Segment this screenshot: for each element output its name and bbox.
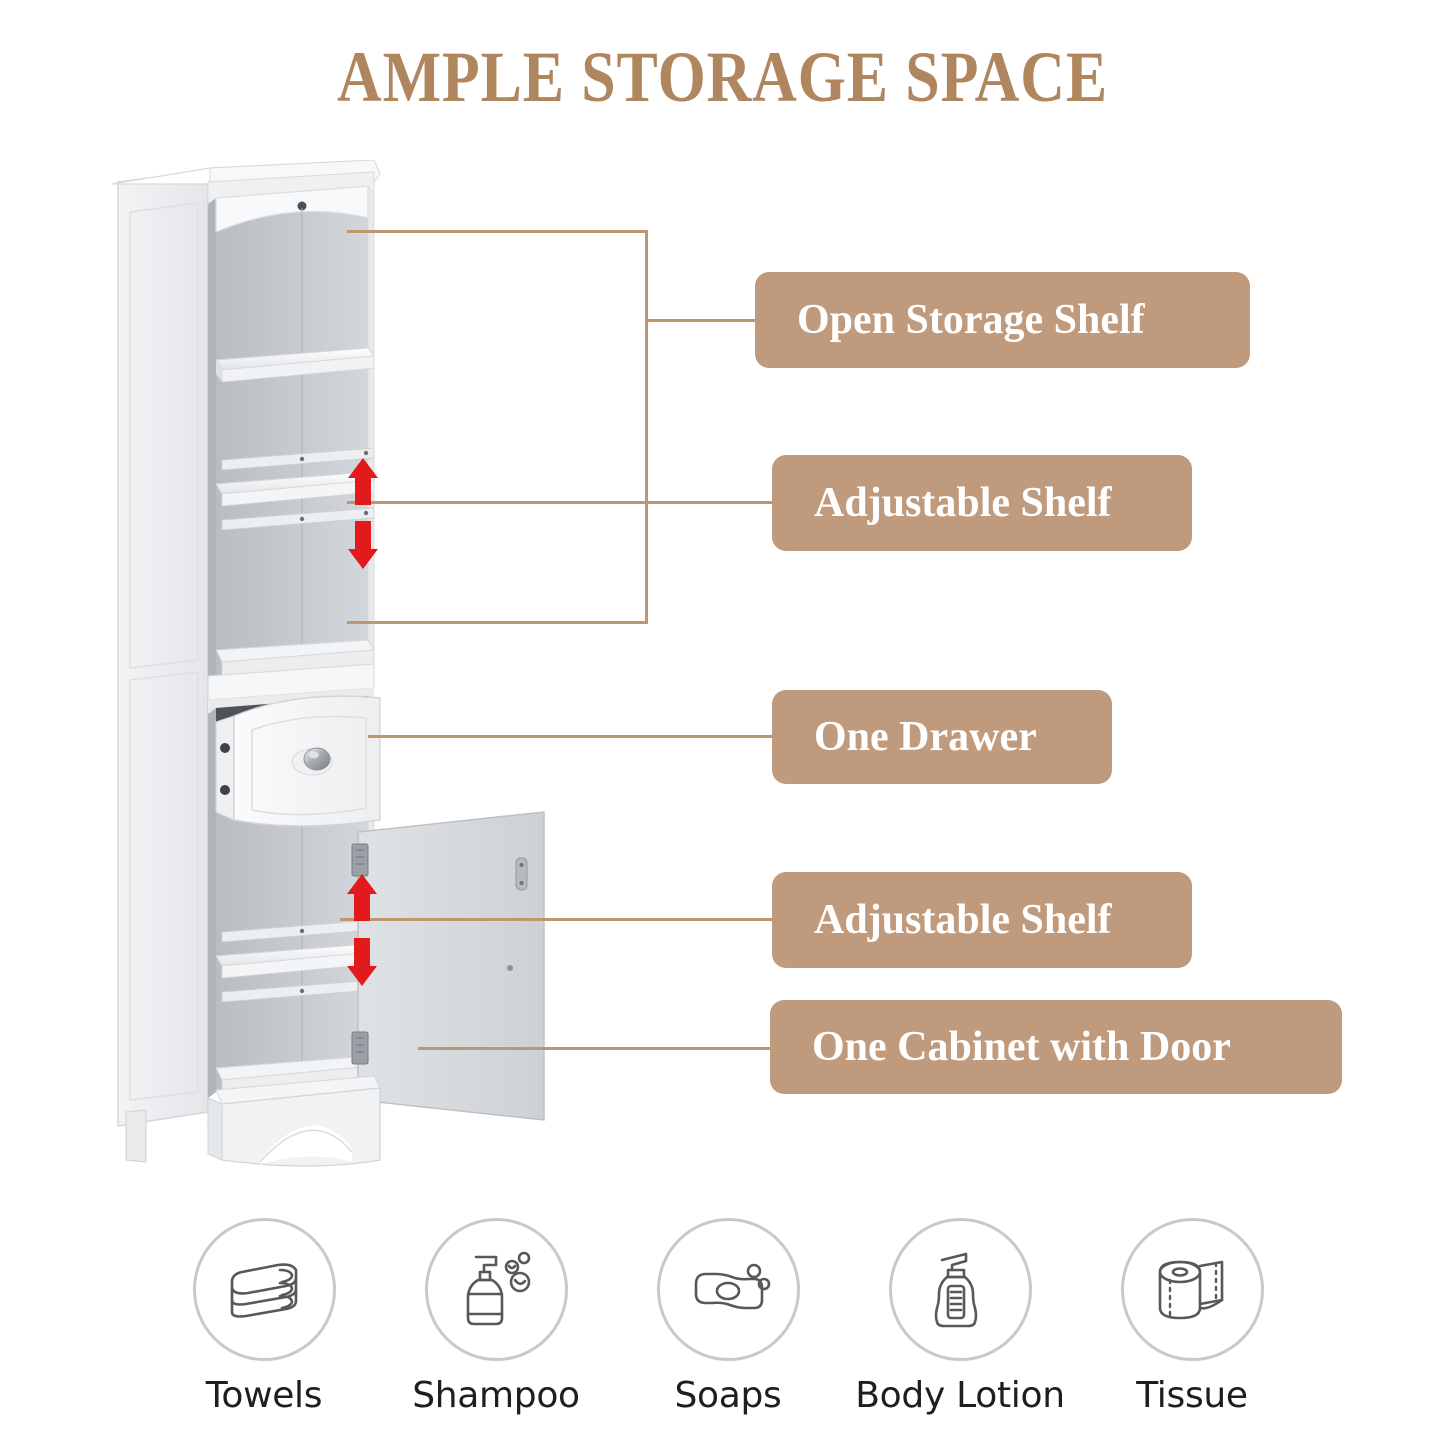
upper-open-shelf-section	[208, 184, 375, 696]
cabinet-left-side-panel	[117, 168, 209, 1163]
feature-icon-circle	[424, 1218, 568, 1361]
feature-label: Body Lotion	[855, 1375, 1065, 1416]
folded-towels-icon	[230, 1262, 298, 1318]
connector-adjustable-shelf-top	[347, 501, 772, 504]
cabinet-base-plinth	[207, 1075, 381, 1167]
door-hinge-top	[351, 843, 369, 877]
connector-one-drawer	[368, 735, 772, 738]
callout-one-drawer[interactable]: One Drawer	[772, 690, 1112, 784]
feature-shampoo: Shampoo	[380, 1218, 612, 1416]
callout-label: One Drawer	[814, 714, 1037, 760]
feature-icon-circle	[1120, 1218, 1264, 1361]
callout-one-cabinet-with-door[interactable]: One Cabinet with Door	[770, 1000, 1342, 1094]
callout-adjustable-shelf-bottom[interactable]: Adjustable Shelf	[772, 872, 1192, 968]
connector-adjustable-shelf-bottom	[340, 918, 772, 921]
connector-open-shelf-branch	[645, 319, 755, 322]
feature-soaps: Soaps	[612, 1218, 844, 1416]
feature-body-lotion: Body Lotion	[844, 1218, 1076, 1416]
door-edge-plate	[515, 857, 528, 891]
connector-open-shelf-top	[347, 230, 647, 233]
callout-label: Open Storage Shelf	[797, 297, 1145, 343]
feature-tissue: Tissue	[1076, 1218, 1308, 1416]
connector-one-cabinet-door	[418, 1047, 770, 1050]
feature-icon-circle	[192, 1218, 336, 1361]
feature-icon-row: Towels	[148, 1218, 1308, 1433]
feature-label: Towels	[205, 1375, 323, 1416]
feature-towels: Towels	[148, 1218, 380, 1416]
connector-open-shelf-bottom	[347, 621, 647, 624]
adjustable-shelf-rail-lower	[221, 507, 375, 531]
pump-bottle-bubbles-icon	[466, 1251, 531, 1325]
feature-label: Shampoo	[412, 1375, 580, 1416]
shelf-fixed-1	[215, 347, 375, 383]
drawer-knob	[291, 747, 333, 776]
cabinet-door-open	[351, 811, 545, 1121]
callout-open-storage-shelf[interactable]: Open Storage Shelf	[755, 272, 1250, 368]
soap-bar-icon	[694, 1263, 771, 1309]
page-title: AMPLE STORAGE SPACE	[337, 37, 1108, 117]
product-illustration	[112, 160, 552, 1180]
adjustable-shelf-top	[215, 471, 375, 507]
callout-label: Adjustable Shelf	[814, 897, 1112, 943]
drawer-open	[215, 695, 381, 827]
connector-open-shelf-vertical	[645, 230, 648, 624]
feature-label: Soaps	[674, 1375, 782, 1416]
feature-icon-circle	[888, 1218, 1032, 1361]
door-hinge-bottom	[351, 1031, 369, 1065]
callout-label: Adjustable Shelf	[814, 480, 1112, 526]
callout-adjustable-shelf-top[interactable]: Adjustable Shelf	[772, 455, 1192, 551]
callout-label: One Cabinet with Door	[812, 1024, 1231, 1070]
toilet-paper-roll-icon	[1158, 1260, 1224, 1319]
lotion-bottle-icon	[934, 1252, 978, 1327]
feature-label: Tissue	[1136, 1375, 1248, 1416]
feature-icon-circle	[656, 1218, 800, 1361]
